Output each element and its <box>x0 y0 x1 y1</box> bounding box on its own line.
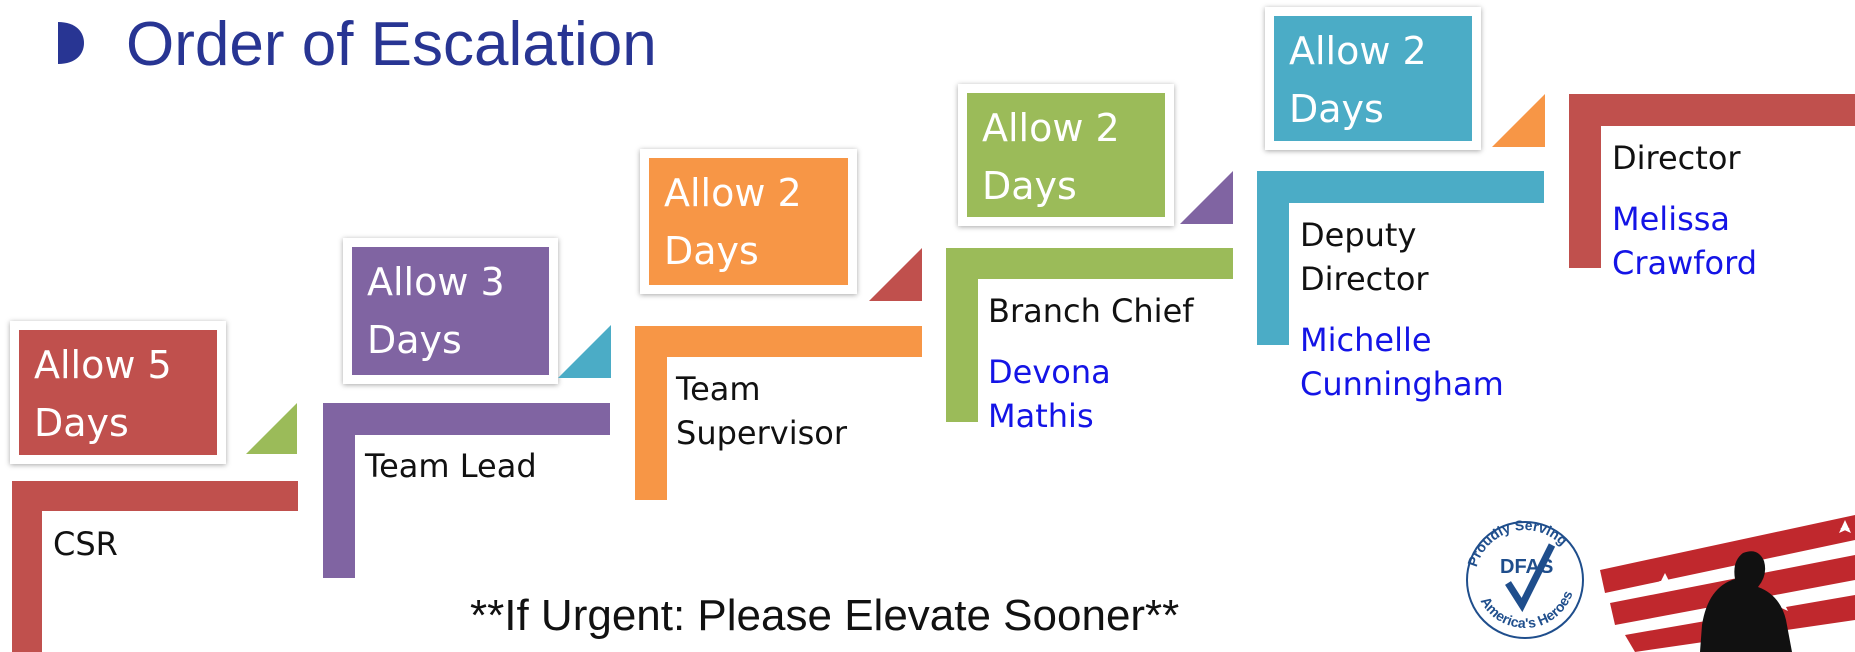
step-role-label: Director <box>1612 139 1741 177</box>
step-vertical-bar <box>946 248 978 422</box>
step-person-name: Devona Mathis <box>988 353 1111 435</box>
step-horizontal-bar <box>946 248 1233 279</box>
step-vertical-bar <box>12 481 42 652</box>
step-vertical-bar <box>1257 171 1289 345</box>
allow-days-box: Allow 2 Days <box>640 149 857 294</box>
step-person-name: Melissa Crawford <box>1612 200 1758 282</box>
step-horizontal-bar <box>1257 171 1544 203</box>
allow-days-box: Allow 5 Days <box>10 321 226 464</box>
step-arrow-triangle <box>558 325 611 378</box>
page-title: Order of Escalation <box>126 10 657 79</box>
urgent-note: **If Urgent: Please Elevate Sooner** <box>470 591 1180 640</box>
allow-days-box: Allow 3 Days <box>343 238 558 384</box>
allow-days-label: Allow 2 Days <box>1274 16 1472 141</box>
step-arrow-triangle <box>1180 171 1233 224</box>
step-horizontal-bar <box>12 481 298 511</box>
allow-days-label: Allow 2 Days <box>967 93 1165 217</box>
step-role-label: Team Lead <box>365 447 537 485</box>
step-arrow-triangle <box>1492 94 1545 147</box>
step-arrow-triangle <box>246 403 297 454</box>
step-role-label: Deputy Director <box>1300 216 1429 298</box>
allow-days-box: Allow 2 Days <box>958 84 1174 226</box>
step-vertical-bar <box>635 326 667 500</box>
allow-days-label: Allow 2 Days <box>649 158 848 285</box>
step-horizontal-bar <box>635 326 922 357</box>
step-role-label: CSR <box>53 525 118 563</box>
step-arrow-triangle <box>869 248 922 301</box>
step-horizontal-bar <box>323 403 610 435</box>
title-bullet-icon <box>58 22 84 64</box>
step-role-label: Branch Chief <box>988 292 1194 330</box>
allow-days-label: Allow 5 Days <box>19 330 217 455</box>
step-person-name: Michelle Cunningham <box>1300 321 1504 403</box>
allow-days-box: Allow 2 Days <box>1265 7 1481 150</box>
step-role-label: Team Supervisor <box>676 370 847 452</box>
allow-days-label: Allow 3 Days <box>352 247 549 375</box>
dfas-logo: DFAS Proudly Serving America's Heroes <box>1464 515 1855 652</box>
step-vertical-bar <box>323 403 355 578</box>
step-horizontal-bar <box>1569 94 1855 126</box>
svg-text:DFAS: DFAS <box>1500 556 1553 578</box>
step-vertical-bar <box>1569 94 1601 268</box>
